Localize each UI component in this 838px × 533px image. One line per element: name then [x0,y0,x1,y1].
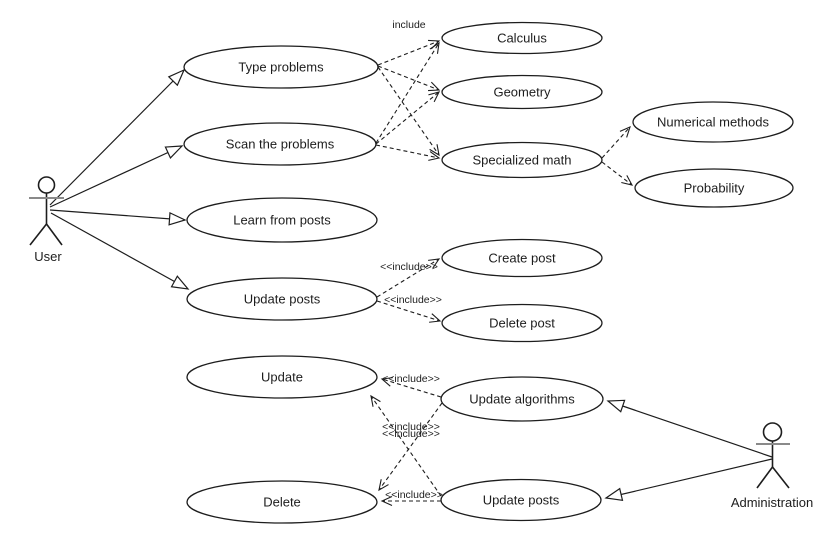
assoc-user-type-problems [49,70,184,206]
edge-labels: include <<include>> <<include>> <<includ… [380,19,443,501]
usecase-delete: Delete [186,480,378,524]
include-label-middle-2: <<include>> [382,428,440,440]
actor-leg-right [45,223,63,246]
usecase-label: Delete [263,495,301,510]
usecase-update-algorithms: Update algorithms [440,376,604,422]
assoc-user-scan-the-problems [49,146,182,208]
include-type-problems-geometry [377,65,441,92]
include-scan-the-problems-geometry [375,91,441,145]
usecase-specialized-math: Specialized math [441,141,603,179]
include-update-algorithms-delete [378,402,443,492]
usecase-update-posts-admin: Update posts [440,478,602,522]
include-label-delete-post: <<include>> [384,294,442,306]
usecase-update: Update [186,355,378,399]
assoc-user-learn-from-posts [49,209,185,220]
include-label-update: <<include>> [382,373,440,385]
usecase-label: Learn from posts [233,213,331,228]
usecase-calculus: Calculus [441,21,603,55]
usecase-create-post: Create post [441,238,603,278]
use-case-nodes: Type problems Scan the problems Learn fr… [183,21,794,524]
include-edges [370,39,634,507]
usecase-label: Numerical methods [657,115,769,130]
usecase-label: Create post [488,251,556,266]
usecase-label: Type problems [238,60,324,75]
include-label-top: include [392,19,425,31]
actor-leg-left [29,223,48,246]
usecase-label: Update posts [244,292,321,307]
usecase-label: Update algorithms [469,392,575,407]
include-type-problems-specialized-math [377,66,440,157]
usecase-numerical-methods: Numerical methods [632,101,794,143]
actor-administration: Administration [731,422,813,510]
actor-leg-right [771,466,790,489]
usecase-label: Scan the problems [226,137,335,152]
include-specialized-math-probability [601,161,634,186]
actor-administration-label: Administration [731,495,813,510]
assoc-user-update-posts [50,212,188,289]
include-specialized-math-numerical-methods [601,126,631,159]
actor-user: User [29,176,64,264]
usecase-label: Update posts [483,493,560,508]
actor-head-icon [762,422,783,442]
usecase-scan-the-problems: Scan the problems [183,122,377,166]
usecase-label: Update [261,370,303,385]
usecase-probability: Probability [634,168,794,208]
include-label-create-post: <<include>> [380,261,438,273]
assoc-administration-update-posts [606,458,773,498]
usecase-learn-from-posts: Learn from posts [186,197,378,243]
usecase-label: Geometry [493,85,551,100]
include-label-delete: <<include>> [385,489,443,501]
actor-user-label: User [34,249,62,264]
usecase-label: Probability [684,181,745,196]
assoc-administration-update-algorithms [608,401,773,458]
usecase-label: Delete post [489,316,555,331]
include-label-middle-1: <<include>> [382,421,440,433]
usecase-label: Calculus [497,31,547,46]
include-update-algorithms-update [380,377,442,398]
include-scan-the-problems-specialized-math [375,144,441,161]
usecase-label: Specialized math [473,153,572,168]
associations [49,70,773,498]
usecase-delete-post: Delete post [441,303,603,343]
include-update-posts-admin-update [370,394,442,497]
usecase-geometry: Geometry [441,74,603,110]
actor-head-icon [37,176,56,194]
include-scan-the-problems-calculus [375,41,440,144]
usecase-update-posts-user: Update posts [186,277,378,321]
actor-leg-left [756,466,774,489]
usecase-type-problems: Type problems [183,45,379,89]
include-update-posts-create-post [376,258,441,298]
include-type-problems-calculus [377,39,441,66]
